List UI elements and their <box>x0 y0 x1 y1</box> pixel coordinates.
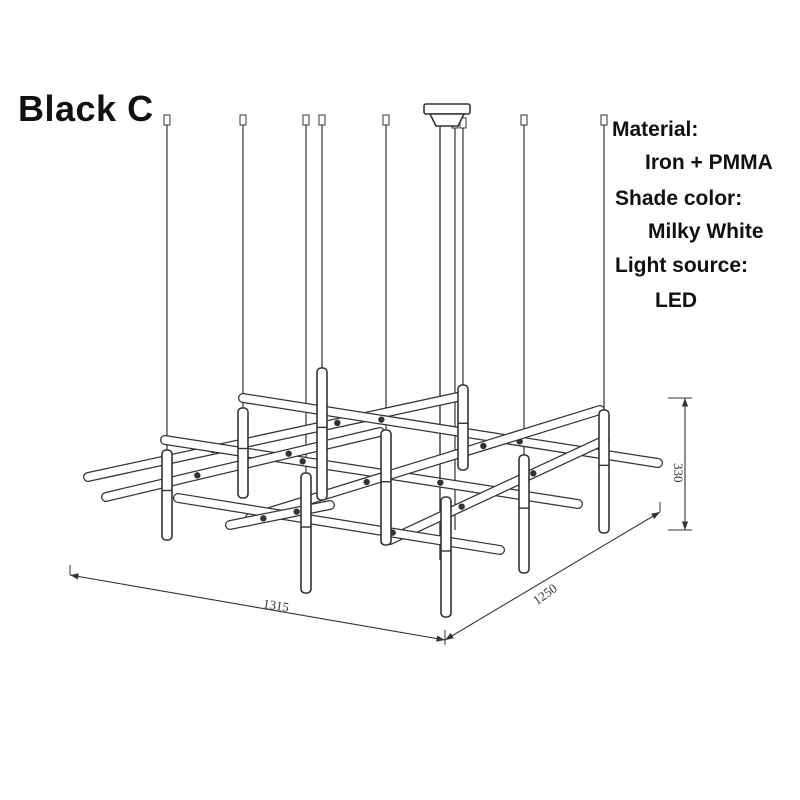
height-dimension <box>681 398 689 530</box>
joint-mark <box>194 472 201 479</box>
joint-mark <box>437 479 444 486</box>
wire-clip <box>302 114 310 126</box>
vertical-light-tube <box>598 409 610 534</box>
horizontal-light-bar <box>225 500 335 530</box>
width-dimension <box>69 573 446 642</box>
dimension-arrowhead <box>651 512 660 519</box>
wire-clip <box>520 114 528 126</box>
horizontal-light-bar <box>160 435 583 509</box>
joint-mark <box>293 508 300 515</box>
vertical-light-tube <box>380 429 392 546</box>
vertical-light-tube <box>316 367 328 501</box>
light-bar-grid <box>83 391 663 555</box>
post-body <box>518 454 530 574</box>
vertical-light-tube <box>237 407 249 499</box>
dimension-arrowhead <box>681 521 689 530</box>
post-body <box>161 449 173 541</box>
joint-mark <box>480 442 487 450</box>
tube-fill <box>84 392 466 481</box>
post-body <box>457 384 469 471</box>
suspension-wires <box>163 114 608 530</box>
post-body <box>598 409 610 534</box>
tube-fill <box>386 436 609 544</box>
joint-mark <box>260 515 267 522</box>
vertical-light-tube <box>518 454 530 574</box>
post-body <box>316 367 328 501</box>
vertical-light-tube <box>161 449 173 541</box>
vertical-light-tube <box>300 472 312 594</box>
post-body <box>440 496 452 618</box>
vertical-light-tube <box>440 496 452 618</box>
width-dimension-label: 1315 <box>262 596 290 615</box>
joint-mark <box>363 478 370 486</box>
dimension-line <box>444 511 661 641</box>
post-body <box>380 429 392 546</box>
wire-clip <box>600 114 608 126</box>
dimension-arrowhead <box>436 635 445 642</box>
product-title: Black C <box>18 88 154 129</box>
joint-mark <box>285 450 292 457</box>
dimension-arrowhead <box>445 633 454 640</box>
dimension-line <box>69 574 446 641</box>
joint-mark <box>530 470 537 477</box>
depth-dimension <box>444 511 661 641</box>
joint-mark <box>334 419 341 427</box>
canopy-plate <box>423 103 471 115</box>
wire-clip <box>382 114 390 126</box>
wire-clip <box>318 114 326 126</box>
horizontal-light-bar <box>385 435 610 545</box>
wire-clip <box>163 114 171 126</box>
canopy-base <box>428 113 466 127</box>
joint-mark <box>378 416 385 423</box>
height-dimension-label: 330 <box>671 463 686 483</box>
dimension-arrowhead <box>70 573 79 580</box>
dimension-arrowhead <box>681 398 689 407</box>
post-body <box>300 472 312 594</box>
tube-fill <box>161 436 582 508</box>
vertical-light-tubes <box>161 367 610 618</box>
joint-mark <box>299 458 306 465</box>
joint-mark <box>458 503 465 510</box>
post-body <box>237 407 249 499</box>
wire-clip <box>239 114 247 126</box>
vertical-light-tube <box>457 384 469 471</box>
depth-dimension-label: 1250 <box>530 580 560 607</box>
tube-fill <box>226 501 334 529</box>
